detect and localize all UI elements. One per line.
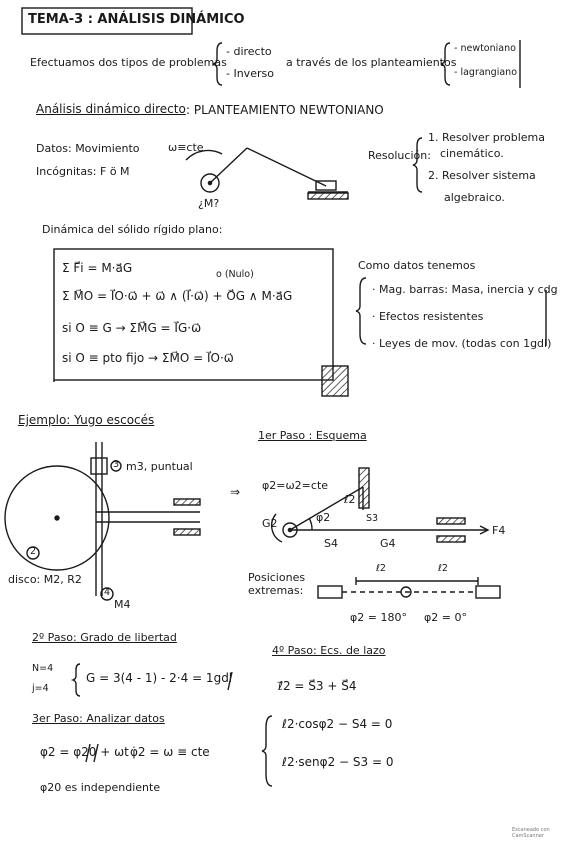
resolucion-step-2b: algebraico. [444,191,505,204]
loop-equation-cos: ℓ2·cosφ2 − S4 = 0 [282,717,393,731]
posiciones-label: Posiciones extremas: [248,571,306,597]
intro-option-direct: - directo [226,45,272,58]
l2-label: ℓ2 [344,493,356,506]
f4-label: F4 [492,524,506,537]
dim-l2-right: ℓ2 [438,563,448,574]
section2-title: Dinámica del sólido rígido plano: [42,223,223,236]
g2-label: G2 [262,517,278,530]
s3-label: S3 [366,513,379,524]
dim-l2-left: ℓ2 [376,563,386,574]
equation-box [53,248,334,381]
crank-pivot [200,173,220,193]
brace-right [440,42,451,86]
equation-case-fixed: si O ≡ pto fijo → ΣM⃗O = I⃗O·ω⃗ [62,351,234,365]
section1-subtitle: : PLANTEAMIENTO NEWTONIANO [186,103,384,117]
resolucion-label: Resolución: [368,149,431,162]
intro-option-inverse: - Inverso [226,67,274,80]
m3-label: m3, puntual [126,460,193,473]
scanner-watermark: Escaneado con CamScanner [512,827,550,839]
loop-vector-equation: ℓ⃗2 = S⃗3 + S⃗4 [278,679,357,693]
como-datos-label: Como datos tenemos [358,259,476,272]
section1-title: Análisis dinámico directo [36,102,186,116]
m4-label: M4 [114,598,131,611]
paso4-title: 4º Paso: Ecs. de lazo [272,644,386,657]
equation-moments: Σ M⃗O = I⃗O·ω⃗ + ω⃗ ∧ (I⃗·ω⃗) + O⃗G ∧ M·… [62,289,293,303]
g4-label: G4 [380,537,396,550]
omega-label: ω≡cte [168,141,204,154]
resolucion-step-1b: cinemático. [440,147,504,160]
intro-lead: Efectuamos dos tipos de problemas [30,56,227,69]
slider-block [90,457,108,475]
page-title: TEMA-3 : ANÁLISIS DINÁMICO [28,12,245,27]
angle-0-label: φ2 = 0° [424,611,467,624]
paso3-title: 3er Paso: Analizar datos [32,712,165,725]
nulo-note: o (Nulo) [216,269,254,280]
data-item-effects: · Efectos resistentes [372,310,484,323]
resolucion-step-2: 2. Resolver sistema [428,169,536,182]
angle-180-label: φ2 = 180° [350,611,407,624]
intro-option-newtonian: - newtoniano [454,43,516,54]
phi-independent-note: φ20 es independiente [40,781,161,794]
section3-title: Ejemplo: Yugo escocés [18,413,155,427]
intro-option-lagrangian: - lagrangiano [454,67,518,78]
body-number-2: 2 [30,546,37,557]
implies-arrow: ⇒ [230,485,241,499]
body-number-4: 4 [104,587,111,598]
body-number-3: 3 [113,459,120,470]
phi-equation: φ2 = φ20 + ωt [40,745,129,759]
data-item-bars: · Mag. barras: Masa, inercia y cdg [372,283,558,296]
title-box [21,7,193,35]
datos-label: Datos: Movimiento [36,142,140,155]
paso1-title: 1er Paso : Esquema [258,429,367,442]
incognitas-label: Incógnitas: F ö M [36,165,130,178]
paso2-title: 2º Paso: Grado de libertad [32,631,177,644]
phi-dot-equation: φ̇2 = ω ≡ cte [130,745,210,759]
m-question: ¿M? [198,197,220,210]
data-item-laws: · Leyes de mov. (todas con 1gdl) [372,337,552,350]
s4-label: S4 [324,537,338,550]
brace-left [212,42,223,86]
j-value: j=4 [32,683,49,694]
phi-rate-label: φ2=ω2=cte [262,479,329,492]
resolucion-step-1: 1. Resolver problema [428,131,545,144]
intro-mid: a través de los planteamientos [286,56,457,69]
gdl-equation: G = 3(4 - 1) - 2·4 = 1gdl [86,671,233,685]
equation-forces: Σ F⃗i = M·a⃗G [62,261,133,275]
n-value: N=4 [32,663,54,674]
disco-label: disco: M2, R2 [8,573,82,586]
disc [4,465,110,571]
equation-case-g: si O ≡ G → ΣM⃗G = I⃗G·ω⃗ [62,321,202,335]
phi2-label: φ2 [316,511,331,524]
loop-equation-sin: ℓ2·senφ2 − S3 = 0 [282,755,394,769]
